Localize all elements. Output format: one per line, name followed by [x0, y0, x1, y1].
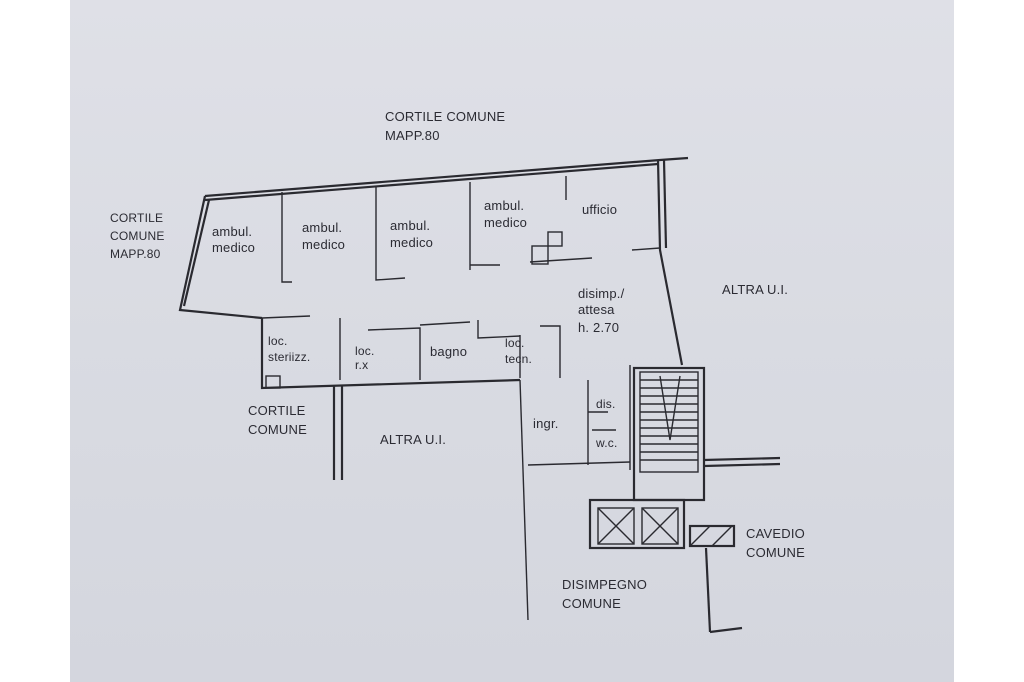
- label-medico-2: medico: [302, 237, 345, 252]
- outer-walls: [178, 156, 689, 480]
- label-loc-rx-1: loc.: [355, 344, 374, 358]
- label-comune-bottom: COMUNE: [248, 422, 307, 437]
- label-altra-ui-bottom: ALTRA U.I.: [380, 432, 446, 447]
- label-comune-left: COMUNE: [110, 229, 165, 243]
- label-cortile-comune-top: CORTILE COMUNE: [385, 109, 505, 124]
- label-loc-steriz-2: steriizz.: [268, 350, 310, 364]
- label-medico-3: medico: [390, 235, 433, 250]
- label-medico-1: medico: [212, 240, 255, 255]
- label-cavedio: CAVEDIO: [746, 526, 805, 541]
- label-medico-4: medico: [484, 215, 527, 230]
- label-loc-steriz-1: loc.: [268, 334, 287, 348]
- label-wc: w.c.: [595, 436, 617, 450]
- label-bagno: bagno: [430, 344, 467, 359]
- label-cortile-left: CORTILE: [110, 211, 163, 225]
- room-labels: CORTILE COMUNE MAPP.80 CORTILE COMUNE MA…: [110, 109, 805, 611]
- label-loc-tecn-2: tecn.: [505, 352, 532, 366]
- label-ambul-4: ambul.: [484, 198, 524, 213]
- lift-shafts: [588, 498, 743, 634]
- label-mapp-left: MAPP.80: [110, 247, 161, 261]
- label-disimpegno: DISIMPEGNO: [562, 577, 647, 592]
- staircase: [632, 366, 781, 502]
- label-ingr: ingr.: [533, 416, 559, 431]
- label-loc-rx-2: r.x: [355, 358, 368, 372]
- label-ufficio: ufficio: [582, 202, 617, 217]
- label-cortile-bottom: CORTILE: [248, 403, 306, 418]
- label-altra-ui-right: ALTRA U.I.: [722, 282, 788, 297]
- label-loc-tecn-1: loc.: [505, 336, 524, 350]
- interior-walls: [261, 176, 661, 621]
- label-ambul-1: ambul.: [212, 224, 252, 239]
- label-disimp: disimp./: [578, 286, 625, 301]
- label-attesa: attesa: [578, 302, 615, 317]
- label-comune-cavedio: COMUNE: [746, 545, 805, 560]
- label-comune-disimpegno: COMUNE: [562, 596, 621, 611]
- label-ambul-3: ambul.: [390, 218, 430, 233]
- label-height: h. 2.70: [578, 320, 619, 335]
- label-dis: dis.: [596, 397, 615, 411]
- label-ambul-2: ambul.: [302, 220, 342, 235]
- label-mapp-top: MAPP.80: [385, 128, 440, 143]
- floor-plan-sheet: [70, 0, 954, 682]
